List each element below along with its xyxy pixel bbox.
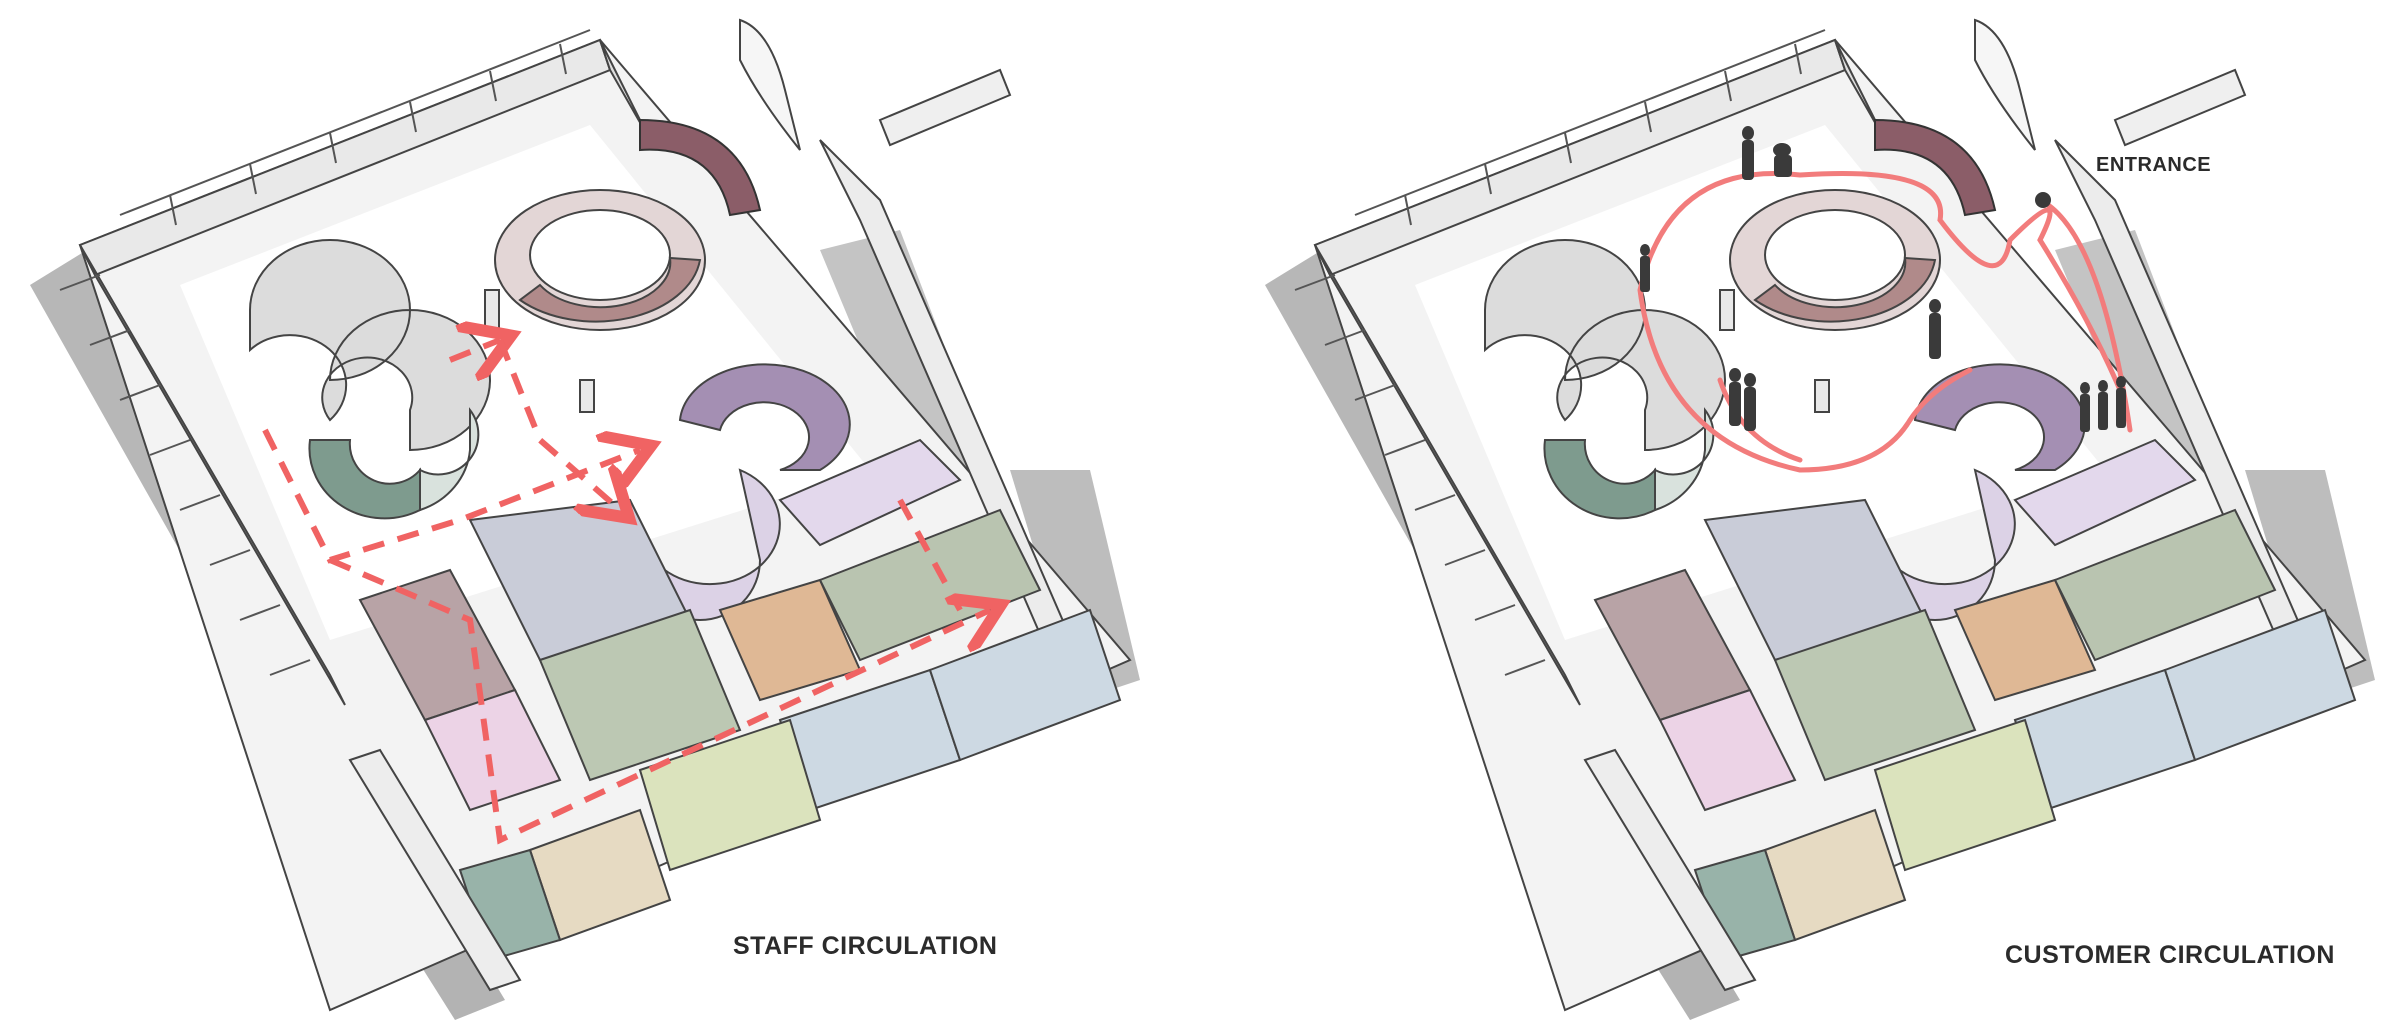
staff-circulation-label: STAFF CIRCULATION <box>733 932 998 960</box>
people-figures <box>1640 126 2126 432</box>
staff-plan <box>29 19 1141 1021</box>
customer-circulation-label: CUSTOMER CIRCULATION <box>2005 941 2335 969</box>
staff-circulation-path <box>262 340 990 845</box>
customer-circulation-path <box>1637 170 2133 473</box>
entrance-label: ENTRANCE <box>2096 154 2212 176</box>
